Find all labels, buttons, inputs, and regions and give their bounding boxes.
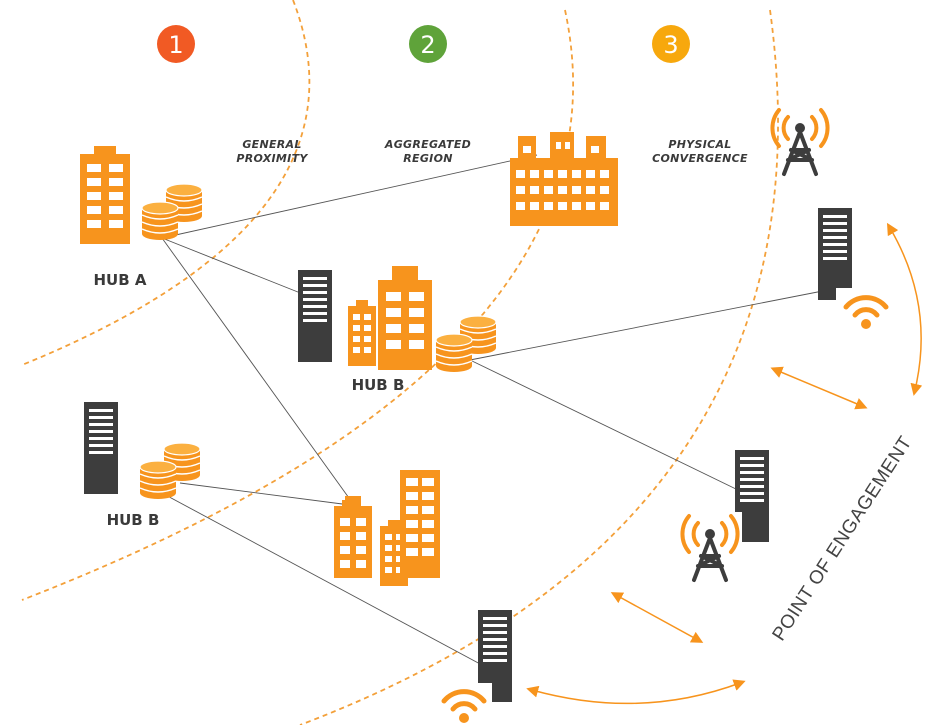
- edge-server-right: [818, 208, 896, 334]
- building-icon: [510, 132, 618, 226]
- zone-2-label-line1: AGGREGATED: [384, 138, 471, 151]
- server-icon: [818, 208, 852, 300]
- hub-a-label: HUB A: [94, 271, 147, 289]
- zone-3-label-line2: CONVERGENCE: [652, 152, 748, 165]
- double-arrow-icon: [886, 222, 923, 396]
- cell-tower-icon: [676, 512, 742, 590]
- building-icon: [378, 266, 432, 370]
- zone-2-label-line2: REGION: [403, 152, 452, 165]
- cell-tower-icon: [770, 108, 830, 176]
- building-icon: [80, 146, 130, 244]
- zone-1-label-line2: PROXIMITY: [236, 152, 308, 165]
- building-icon: [348, 300, 376, 366]
- zone-2-number: 2: [420, 31, 435, 59]
- hub-b-left: HUB B: [84, 402, 200, 529]
- server-icon: [84, 402, 118, 494]
- connection-lines: [159, 154, 839, 666]
- zone-3-boundary: [299, 9, 779, 725]
- hub-b-left-label: HUB B: [107, 511, 160, 529]
- zone-1-number: 1: [168, 31, 183, 59]
- office-building-zone2: [510, 132, 618, 226]
- database-icon: [142, 184, 202, 240]
- double-arrow-icon: [610, 592, 704, 643]
- engagement-arrows: [526, 222, 923, 705]
- server-icon: [298, 270, 332, 362]
- zone-1-badge: 1: [157, 25, 195, 63]
- database-icon: [140, 443, 200, 499]
- zone-1-label-line1: GENERAL: [242, 138, 301, 151]
- zone-2-badge: 2: [409, 25, 447, 63]
- double-arrow-icon: [526, 679, 746, 705]
- wifi-icon: [436, 683, 492, 725]
- point-of-engagement-label: POINT OF ENGAGEMENT: [769, 433, 917, 645]
- building-icon: [400, 470, 440, 578]
- office-cluster-lower: [334, 470, 440, 586]
- zone-2-boundary: [21, 9, 574, 601]
- hub-b-center-label: HUB B: [352, 376, 405, 394]
- hub-a: HUB A: [80, 146, 202, 289]
- double-arrow-icon: [770, 366, 868, 410]
- zone-3-number: 3: [663, 31, 678, 59]
- database-icon: [436, 316, 496, 372]
- edge-server-bottom: [436, 610, 512, 725]
- zone-3-label-line1: PHYSICAL: [668, 138, 731, 151]
- wifi-icon: [836, 288, 896, 334]
- building-icon: [334, 496, 372, 578]
- hub-b-center: HUB B: [298, 266, 496, 394]
- zone-3-badge: 3: [652, 25, 690, 63]
